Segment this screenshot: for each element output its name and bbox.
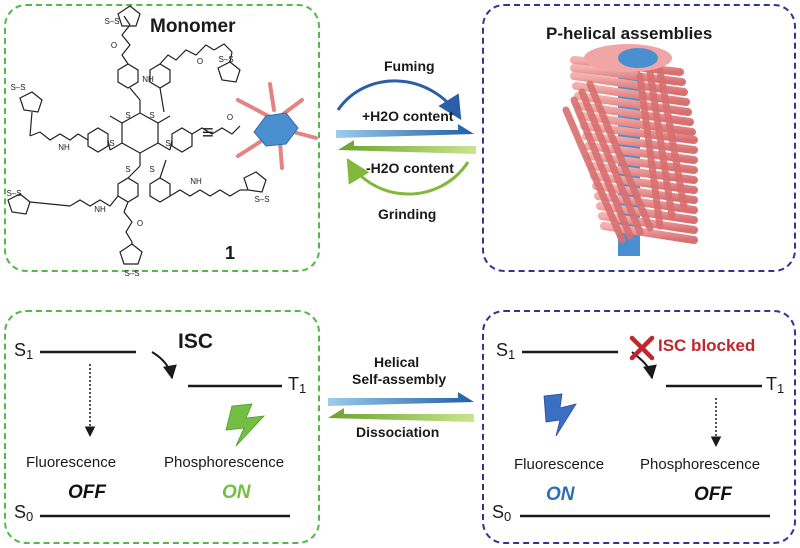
- assembly-phosphorescence-label: Phosphorescence: [640, 456, 761, 473]
- dehydration-reverse-arrow: [338, 140, 476, 154]
- assembly-s0-label: S0: [492, 502, 512, 524]
- h2o-minus-label: -H2O content: [366, 160, 454, 176]
- monomer-phosphorescence-state: ON: [222, 482, 251, 503]
- svg-text:O: O: [111, 41, 117, 50]
- monomer-atom-labels: S S S S S S S–S S–S S–S S–S S–S S–S NH O O NH NH…: [6, 17, 269, 278]
- svg-text:S–S: S–S: [218, 55, 233, 64]
- monomer-energy-levels: [40, 350, 290, 518]
- monomer-phosphorescence-label: Phosphorescence: [164, 454, 285, 471]
- svg-text:S: S: [149, 165, 154, 174]
- assembly-fluorescence-label: Fluorescence: [514, 456, 605, 473]
- monomer-s1-label: S1: [14, 340, 34, 362]
- svg-text:S–S: S–S: [104, 17, 119, 26]
- dissociation-label: Dissociation: [356, 424, 440, 440]
- svg-text:O: O: [137, 219, 143, 228]
- helical-assembly-graphic: [562, 44, 698, 256]
- assembly-energy-panel: [482, 310, 796, 544]
- svg-text:NH: NH: [94, 205, 106, 214]
- monomer-isc-arrow: [151, 351, 177, 380]
- svg-text:S: S: [165, 139, 170, 148]
- isc-blocked-cross-icon: [629, 335, 655, 361]
- svg-text:O: O: [227, 113, 233, 122]
- hydration-forward-arrow: [336, 124, 474, 138]
- svg-text:NH: NH: [142, 75, 154, 84]
- monomer-fluorescence-label: Fluorescence: [26, 454, 117, 471]
- self-assembly-label: Self-assembly: [352, 371, 447, 387]
- assemblies-title: P-helical assemblies: [546, 24, 713, 43]
- assembly-energy-levels: [520, 350, 770, 518]
- assembly-t1-label: T1: [766, 374, 785, 396]
- assemblies-panel: [482, 4, 796, 272]
- monomer-s0-label: S0: [14, 502, 34, 524]
- monomer-t1-label: T1: [288, 374, 307, 396]
- svg-text:S: S: [125, 165, 130, 174]
- svg-text:NH: NH: [190, 177, 202, 186]
- self-assembly-forward-arrow: [328, 392, 474, 406]
- svg-text:S: S: [125, 111, 130, 120]
- svg-text:S–S: S–S: [124, 269, 139, 278]
- fuming-curved-arrow: [336, 79, 462, 121]
- monomer-isc-label: ISC: [178, 330, 214, 353]
- monomer-panel: [4, 4, 320, 272]
- monomer-title: Monomer: [150, 16, 236, 37]
- phosphorescence-on-lightning-icon: [225, 403, 266, 447]
- svg-text:S: S: [149, 111, 154, 120]
- monomer-hexagon-icon: [253, 112, 299, 147]
- fluorescence-on-lightning-icon: [543, 393, 577, 437]
- compound-number: 1: [225, 243, 236, 263]
- assembly-phosphorescence-state: OFF: [694, 484, 732, 505]
- grinding-label: Grinding: [378, 206, 437, 222]
- assembly-fluorescence-state: ON: [546, 484, 575, 505]
- monomer-structure: [7, 5, 267, 265]
- grinding-curved-arrow: [346, 157, 470, 196]
- svg-text:S: S: [109, 139, 114, 148]
- h2o-plus-label: +H2O content: [362, 108, 454, 124]
- svg-text:O: O: [197, 57, 203, 66]
- svg-text:NH: NH: [58, 143, 70, 152]
- fuming-label: Fuming: [384, 58, 435, 74]
- assembly-s1-label: S1: [496, 340, 516, 362]
- helical-label: Helical: [374, 354, 420, 370]
- svg-text:S–S: S–S: [6, 189, 21, 198]
- dissociation-reverse-arrow: [328, 408, 474, 422]
- monomer-energy-panel: [4, 310, 320, 544]
- equivalence-symbol: ≡: [202, 122, 214, 144]
- svg-text:S–S: S–S: [254, 195, 269, 204]
- isc-blocked-label: ISC blocked: [658, 336, 756, 355]
- monomer-fluorescence-state: OFF: [68, 482, 106, 503]
- svg-text:S–S: S–S: [10, 83, 25, 92]
